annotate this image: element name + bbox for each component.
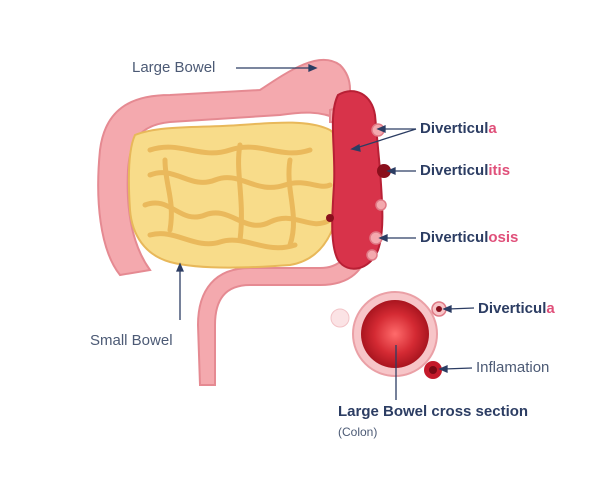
leader-lines (176, 64, 475, 400)
small-bowel-coils (142, 142, 333, 251)
label-diverticula-cross-suffix: a (546, 300, 555, 317)
label-inflamation: Inflamation (476, 359, 550, 376)
label-cross-section-title: Large Bowel cross section (338, 403, 529, 420)
label-large-bowel: Large Bowel (132, 59, 216, 76)
inflamation-core (429, 366, 437, 374)
label-diverticula-top-base: Diverticul (420, 120, 489, 137)
label-diverticula-cross: Diverticula (478, 300, 555, 317)
cross-section-inner (361, 300, 429, 368)
label-small-bowel: Small Bowel (90, 332, 173, 349)
label-diverticulitis: Diverticulitis (420, 162, 510, 179)
label-diverticula-top: Diverticula (420, 120, 497, 137)
label-diverticulitis-base: Diverticul (420, 162, 489, 179)
label-diverticula-cross-base: Diverticul (478, 300, 547, 317)
label-cross-section-sub: (Colon) (338, 425, 378, 439)
label-diverticulitis-suffix: itis (488, 162, 511, 179)
bubble (330, 308, 350, 328)
cross-diverticula-core (436, 306, 442, 312)
small-bowel-shape (127, 121, 344, 269)
label-diverticula-top-suffix: a (488, 120, 497, 137)
inflamed-colon-section (331, 90, 384, 270)
label-diverticulosis-base: Diverticul (420, 229, 489, 246)
label-diverticulosis: Diverticulosis (420, 229, 518, 246)
large-bowel-shape (97, 58, 351, 277)
label-diverticulosis-suffix: osis (488, 229, 519, 246)
